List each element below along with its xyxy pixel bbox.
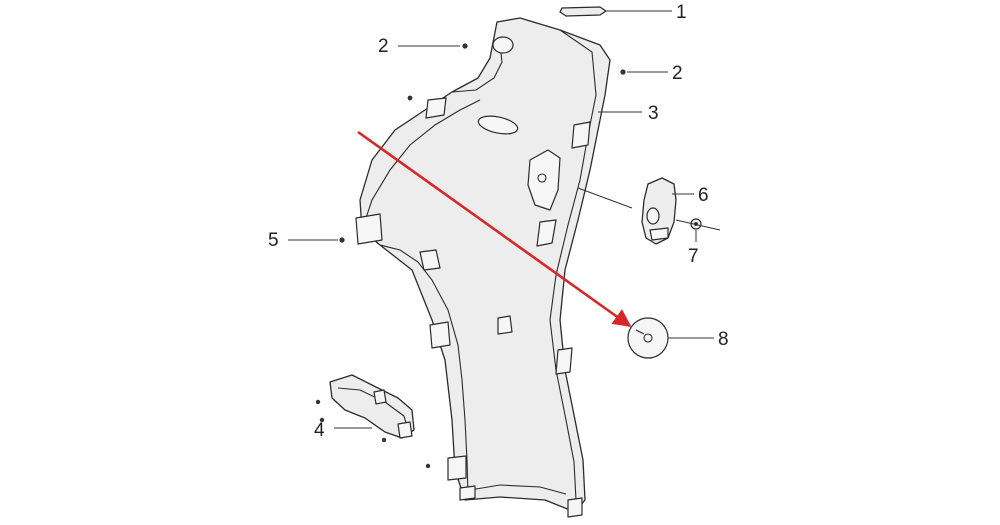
callout-5: 5 [268,230,279,251]
screw-extra [315,95,431,469]
lower-bracket [329,374,415,439]
screw-left [398,43,468,49]
arrow-icon [357,130,632,328]
callout-2-left: 2 [378,36,389,57]
callout-4: 4 [314,420,325,441]
inner-panel [355,17,611,518]
callout-8: 8 [718,329,729,350]
callout-6: 6 [698,185,709,206]
screw-side [288,237,345,243]
cover-cap [577,177,694,245]
callout-3: 3 [648,103,659,124]
screw-right [620,69,668,75]
washer-screw [675,218,721,242]
top-clip [559,6,672,17]
callout-1: 1 [676,2,687,23]
callout-7: 7 [688,246,699,267]
callout-2-right: 2 [672,63,683,84]
round-disc [627,317,714,359]
